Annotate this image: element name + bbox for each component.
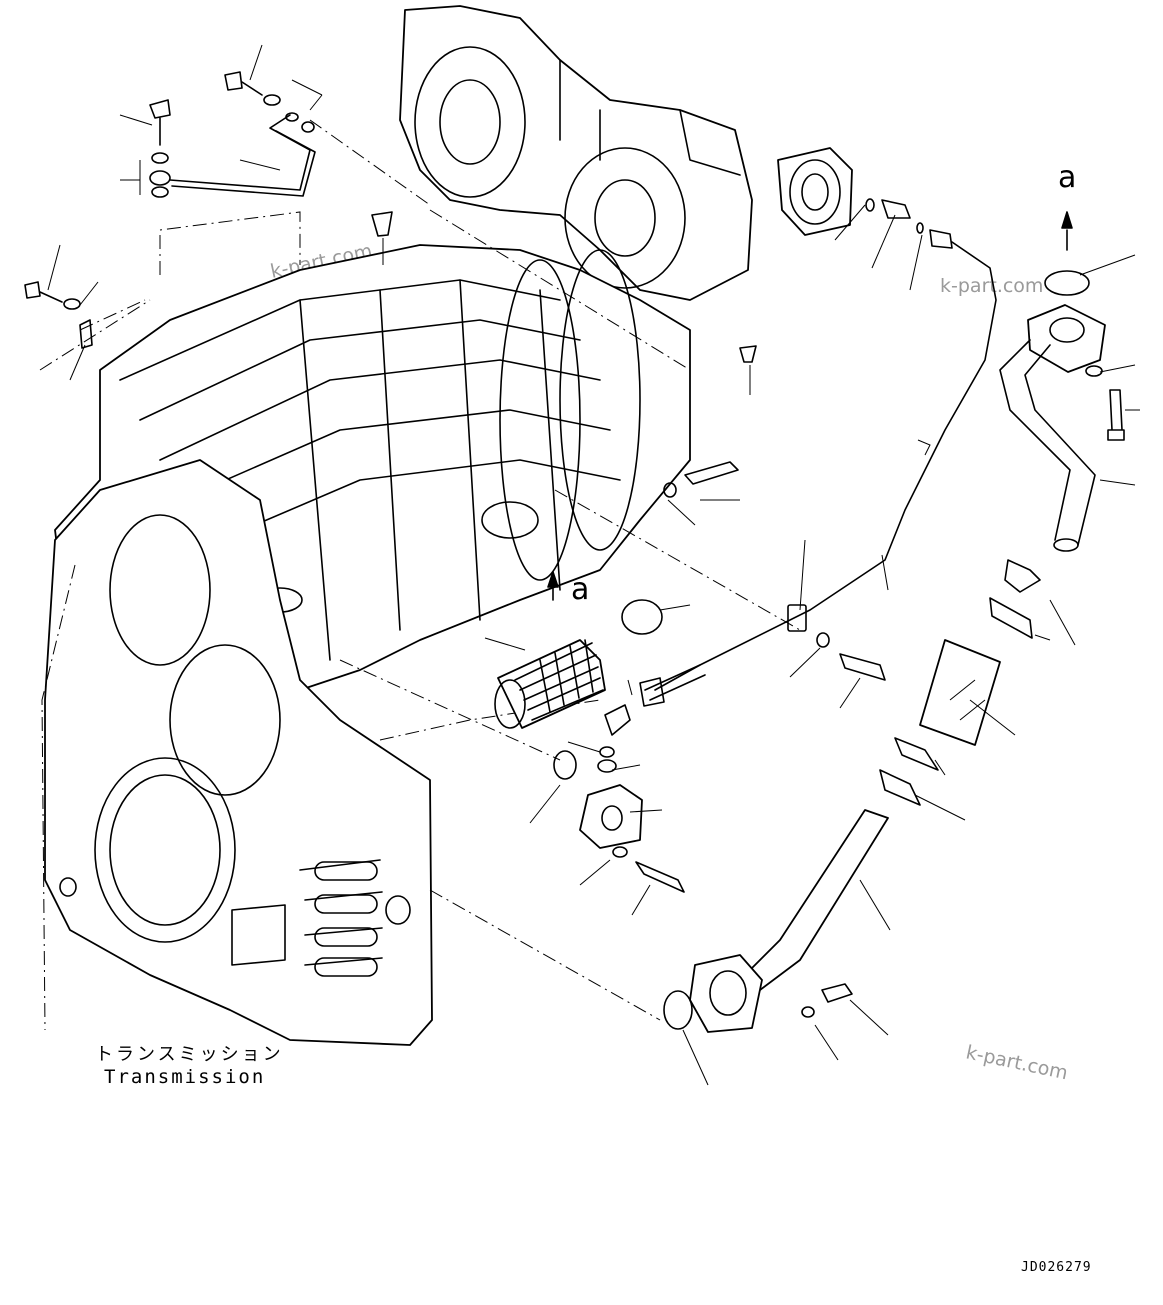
center-lines <box>39 119 801 1031</box>
leader-lines-left <box>47 44 751 395</box>
upper-gear-case <box>399 5 753 301</box>
drawing-id: JD026279 <box>1021 1260 1092 1275</box>
pipe-lower <box>663 559 1041 1033</box>
pipe-upper <box>999 211 1125 552</box>
upper-left-parts <box>24 71 757 363</box>
lower-housing <box>44 459 433 1046</box>
hose-assembly <box>553 147 997 893</box>
leader-lines-right <box>484 204 1140 1086</box>
filter-element <box>494 599 663 729</box>
watermark-top-right: k-part.com <box>940 275 1043 297</box>
caption-english: Transmission <box>104 1066 266 1088</box>
center-bolts <box>547 461 739 601</box>
view-reference-top: a <box>1058 160 1077 195</box>
view-reference-middle: a <box>571 572 590 607</box>
watermark-bottom-right: k-part.com <box>964 1041 1070 1084</box>
caption-japanese: トランスミッション <box>95 1044 284 1065</box>
